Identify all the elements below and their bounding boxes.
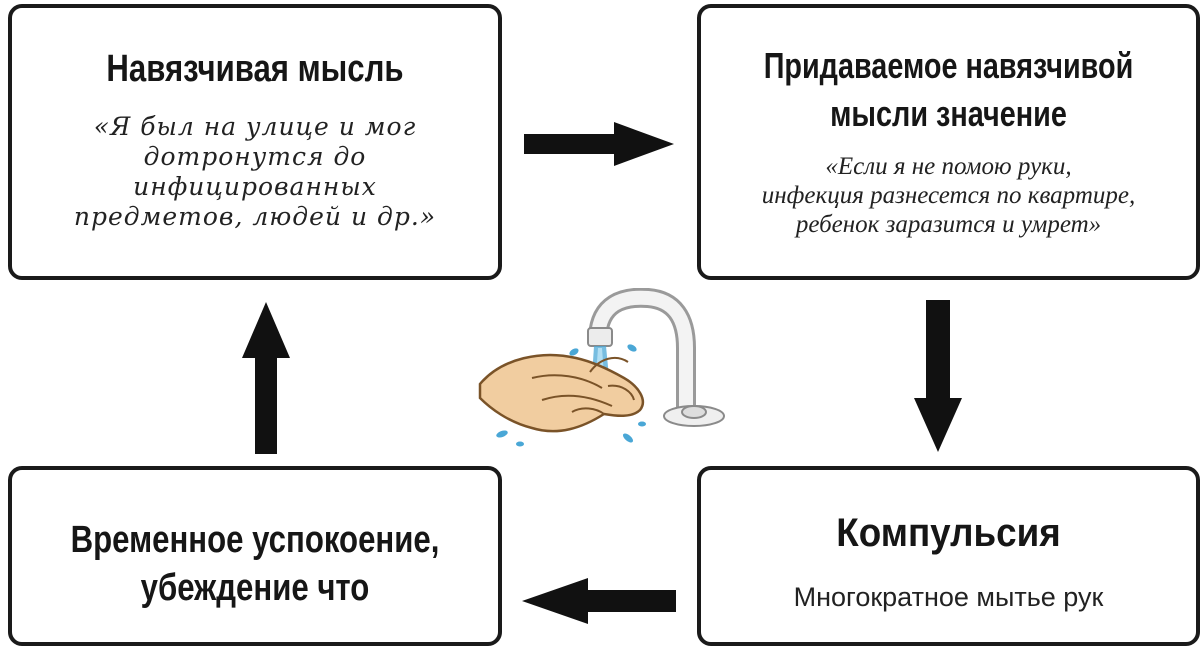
box-meaning: Придаваемое навязчивой мысли значение «Е… bbox=[697, 4, 1200, 280]
arrow-down-icon bbox=[914, 300, 962, 452]
meaning-title: Придаваемое навязчивой мысли значение bbox=[763, 45, 1134, 134]
box-relief: Временное успокоение, убеждение что bbox=[8, 466, 502, 646]
compulsion-quote: Многократное мытье рук bbox=[793, 582, 1104, 612]
hand-washing-icon bbox=[478, 288, 725, 447]
box-compulsion: Компульсия Многократное мытье рук bbox=[697, 466, 1200, 646]
arrow-up-icon bbox=[242, 302, 290, 454]
obsessive-thought-title: Навязчивая мысль bbox=[106, 48, 404, 90]
compulsion-title: Компульсия bbox=[836, 511, 1061, 555]
arrow-left-icon bbox=[522, 578, 676, 624]
arrow-right-icon bbox=[524, 122, 674, 166]
obsessive-thought-quote: «Я был на улице и мог дотронутся до инфи… bbox=[73, 112, 437, 231]
box-obsessive-thought: Навязчивая мысль «Я был на улице и мог д… bbox=[8, 4, 502, 280]
meaning-quote: «Если я не помою руки, инфекция разнесет… bbox=[761, 153, 1136, 238]
relief-title: Временное успокоение, убеждение что bbox=[70, 519, 440, 609]
